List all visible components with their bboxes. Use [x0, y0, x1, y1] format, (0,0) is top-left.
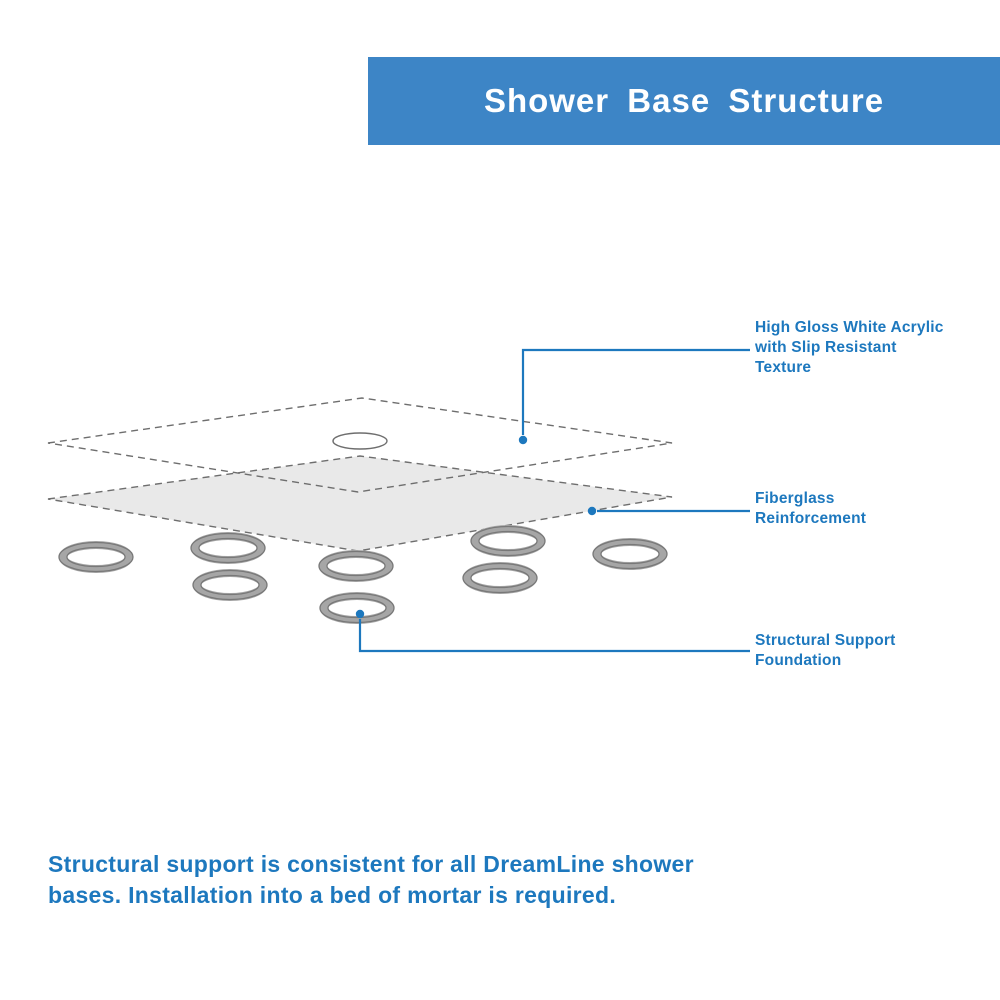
- footer-note: Structural support is consistent for all…: [48, 851, 694, 908]
- support-ring: [462, 562, 538, 594]
- acrylic-layer-outline: [47, 397, 673, 493]
- label-fiberglass: Fiberglass Reinforcement: [755, 490, 867, 528]
- leader-line-acrylic: [518, 348, 750, 445]
- support-ring: [592, 538, 668, 570]
- leader-line-fiberglass: [587, 506, 750, 516]
- support-ring: [190, 532, 266, 564]
- drain-hole: [332, 432, 388, 450]
- header-banner: Shower Base Structure: [368, 57, 1000, 145]
- support-ring: [319, 592, 395, 624]
- leader-line-foundation: [355, 609, 750, 653]
- support-ring: [58, 541, 134, 573]
- label-foundation: Structural Support Foundation: [755, 632, 896, 670]
- label-acrylic: High Gloss White Acrylic with Slip Resis…: [755, 319, 944, 377]
- support-rings: [58, 525, 668, 624]
- support-ring: [470, 525, 546, 557]
- support-ring: [192, 569, 268, 601]
- support-ring: [318, 550, 394, 582]
- fiberglass-layer: [47, 455, 673, 552]
- page-title: Shower Base Structure: [483, 82, 885, 119]
